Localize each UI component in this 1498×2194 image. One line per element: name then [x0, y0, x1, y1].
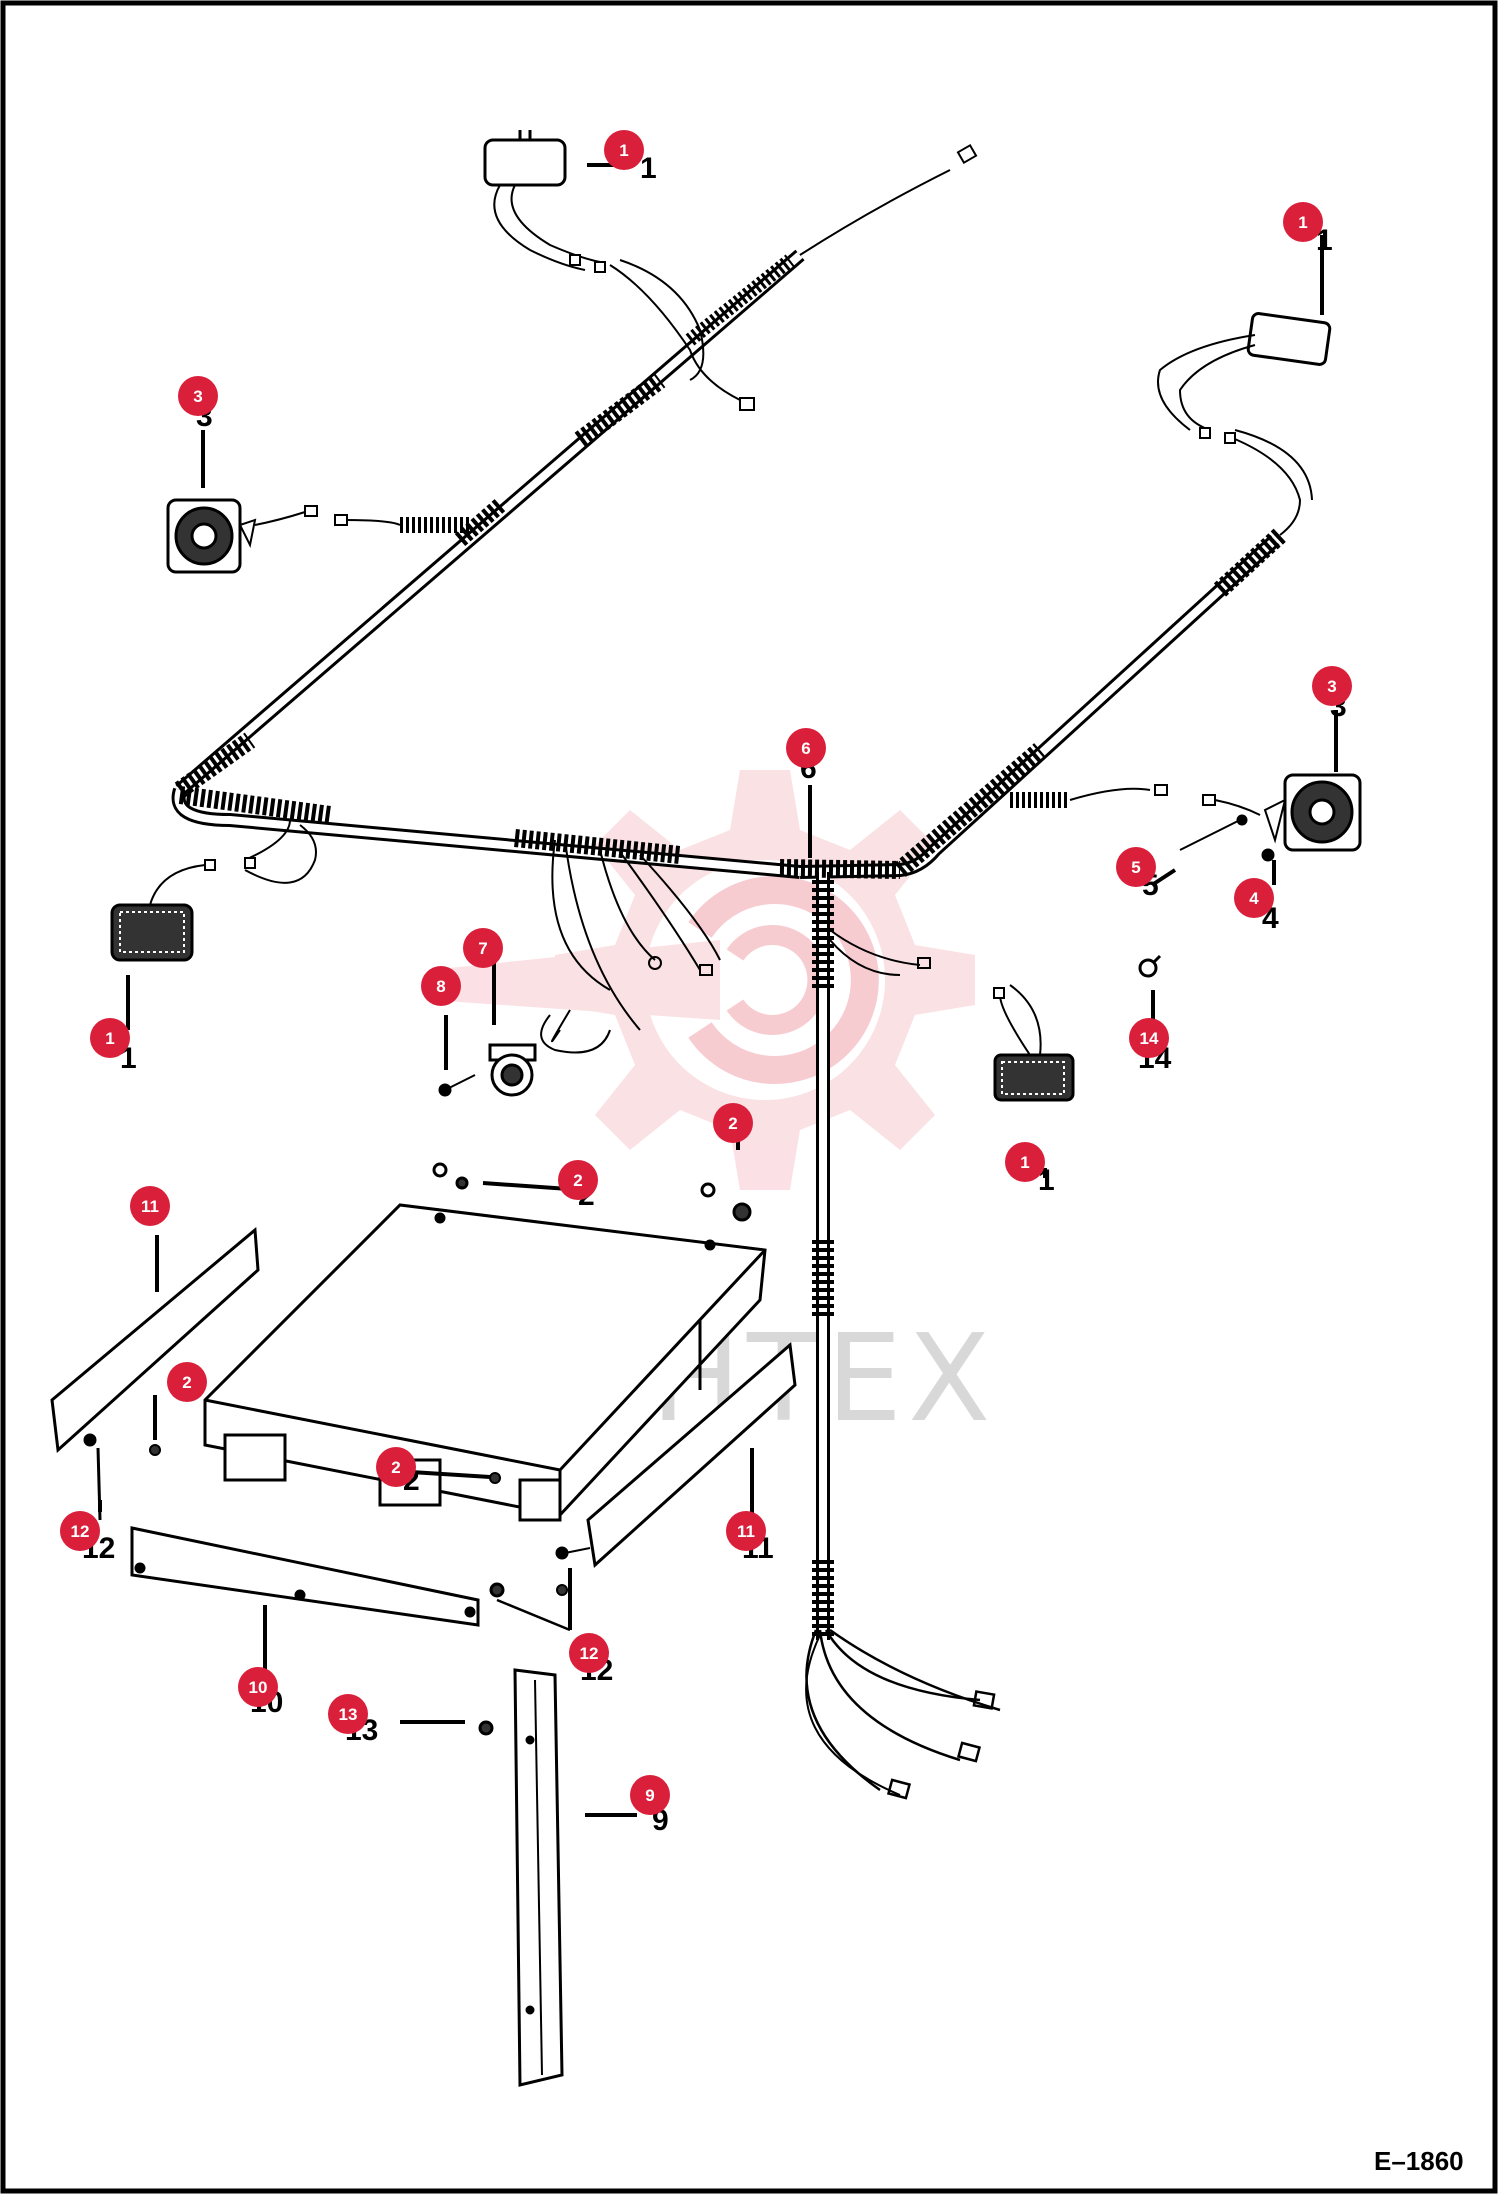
screws	[149, 1444, 568, 1596]
callout-label: 2	[728, 1114, 737, 1133]
callout-circle	[421, 966, 461, 1006]
callout-circle	[167, 1362, 207, 1402]
work-light-front-left	[110, 819, 317, 962]
callout-circle	[1283, 202, 1323, 242]
work-light-rear-right	[1157, 312, 1332, 536]
work-light-front-right	[993, 984, 1075, 1102]
callout-label: 2	[573, 1171, 582, 1190]
callout-6: 6	[786, 728, 826, 768]
callout-circle	[1005, 1142, 1045, 1182]
callout-circle	[60, 1511, 100, 1551]
callout-circle	[713, 1103, 753, 1143]
callout-circle	[328, 1694, 368, 1734]
cable-clamp	[1138, 954, 1162, 978]
callout-circle	[558, 1160, 598, 1200]
callout-label: 12	[71, 1522, 90, 1541]
callout-label: 1	[1298, 213, 1307, 232]
callout-1: 1	[1283, 202, 1323, 242]
callout-label: 10	[249, 1678, 268, 1697]
callout-circle	[1129, 1018, 1169, 1058]
callout-2: 2	[713, 1103, 753, 1143]
callout-label: 3	[1327, 677, 1336, 696]
callout-label: 1	[619, 141, 628, 160]
callout-3: 3	[178, 376, 218, 416]
callout-12: 12	[569, 1633, 609, 1673]
callout-1: 1	[604, 130, 644, 170]
callout-2: 2	[167, 1362, 207, 1402]
callout-label: 4	[1249, 889, 1259, 908]
side-plate-right	[555, 1342, 797, 1568]
alarm-unit-left	[166, 498, 401, 574]
callout-circle	[604, 130, 644, 170]
callout-label: 2	[391, 1458, 400, 1477]
callout-label: 12	[580, 1644, 599, 1663]
callout-7: 7	[463, 928, 503, 968]
callout-12: 12	[60, 1511, 100, 1551]
callout-3: 3	[1312, 666, 1352, 706]
callout-label: 7	[478, 939, 487, 958]
callout-circle	[130, 1186, 170, 1226]
callout-circle	[786, 728, 826, 768]
figure-reference-code: E–1860	[1374, 2146, 1464, 2176]
callout-14: 14	[1129, 1018, 1169, 1058]
callout-13: 13	[328, 1694, 368, 1734]
callout-4: 4	[1234, 878, 1274, 918]
callout-11: 11	[726, 1511, 766, 1551]
callout-8: 8	[421, 966, 461, 1006]
callout-label: 1	[1020, 1153, 1029, 1172]
callout-label: 1	[105, 1029, 114, 1048]
callout-10: 10	[238, 1667, 278, 1707]
callout-label: 11	[737, 1522, 755, 1541]
relay-switch	[438, 1043, 537, 1097]
svg-text:1: 1	[640, 152, 657, 185]
callout-circle	[1116, 847, 1156, 887]
callout-circle	[90, 1018, 130, 1058]
mounting-post	[478, 1668, 564, 2087]
callout-circle	[1312, 666, 1352, 706]
callout-circle	[1234, 878, 1274, 918]
callout-9: 9	[630, 1775, 670, 1815]
callout-label: 11	[141, 1197, 159, 1216]
electrical-panel	[203, 1162, 767, 1522]
callout-label: 9	[645, 1786, 654, 1805]
callout-circle	[376, 1447, 416, 1487]
wiring-harness	[171, 143, 1287, 1800]
callout-label: 5	[1131, 858, 1140, 877]
callout-circle	[463, 928, 503, 968]
callout-label: 14	[1140, 1029, 1159, 1048]
front-plate	[130, 1526, 571, 1632]
callout-circle	[238, 1667, 278, 1707]
callout-circle	[726, 1511, 766, 1551]
callout-circle	[630, 1775, 670, 1815]
callout-label: 3	[193, 387, 202, 406]
callout-circle	[178, 376, 218, 416]
callout-label: 6	[801, 739, 810, 758]
callout-label: 2	[182, 1373, 191, 1392]
callout-label: 13	[339, 1705, 358, 1724]
callout-2: 2	[558, 1160, 598, 1200]
callout-label: 8	[436, 977, 445, 996]
callout-5: 5	[1116, 847, 1156, 887]
work-light-rear-left	[483, 130, 755, 411]
watermark-gear-logo	[430, 770, 975, 1190]
callout-1: 1	[1005, 1142, 1045, 1182]
alarm-unit-right	[1069, 773, 1362, 862]
callout-1: 1	[90, 1018, 130, 1058]
callout-circle	[569, 1633, 609, 1673]
callout-11: 11	[130, 1186, 170, 1226]
callout-2: 2	[376, 1447, 416, 1487]
